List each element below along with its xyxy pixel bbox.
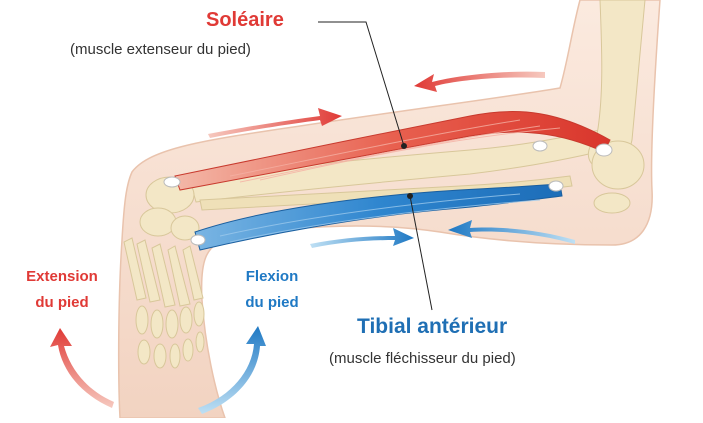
- kneecap: [594, 193, 630, 213]
- red-arrow-left: [414, 72, 545, 92]
- flexion-label-line2: du pied: [222, 294, 322, 311]
- extension-label-line1: Extension: [14, 268, 110, 285]
- flexion-label: Flexion du pied: [222, 268, 322, 312]
- blue-arrow-right: [310, 228, 414, 248]
- extension-label: Extension du pied: [14, 268, 110, 312]
- flexion-label-line1: Flexion: [222, 268, 322, 285]
- tibial-subtitle: (muscle fléchisseur du pied): [329, 350, 516, 367]
- extension-arrow: [50, 328, 114, 408]
- soleaire-leader-dot: [401, 143, 407, 149]
- extension-label-line2: du pied: [14, 294, 110, 311]
- soleaire-title: Soléaire: [206, 9, 284, 32]
- soleaire-subtitle: (muscle extenseur du pied): [70, 41, 251, 58]
- tibial-leader-dot: [407, 193, 413, 199]
- tibial-title: Tibial antérieur: [357, 315, 507, 339]
